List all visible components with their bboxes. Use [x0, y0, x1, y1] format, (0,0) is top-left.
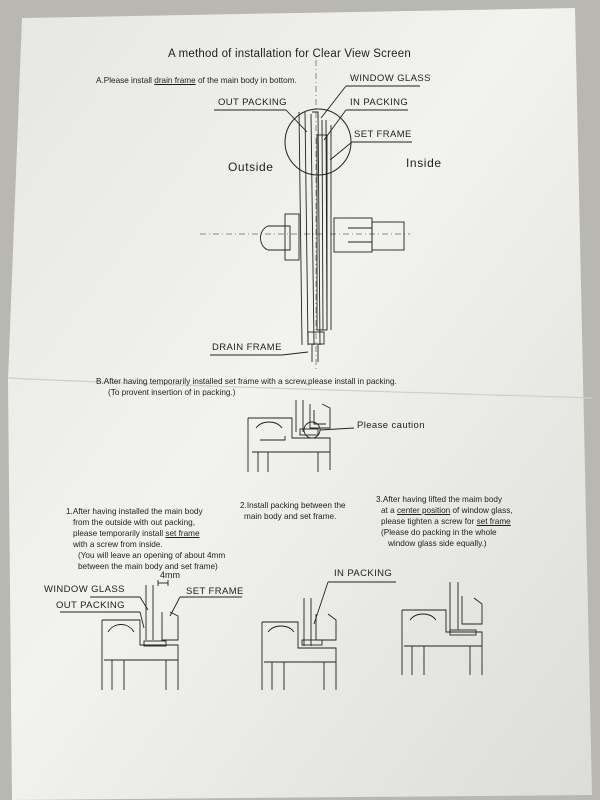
- step-1-line-4: with a screw from inside.: [73, 540, 163, 549]
- label-outside: Outside: [228, 160, 274, 174]
- diagram-step-1: [60, 580, 242, 690]
- step-3-text: 3.After having lifted the maim body at a…: [376, 494, 513, 549]
- step-3-line-3-link: set frame: [476, 517, 511, 526]
- step-2-line-1: 2.Install packing between the: [240, 501, 346, 510]
- step-3-line-2-prefix: at a: [381, 506, 395, 515]
- step-1-line-3-link: set frame: [165, 529, 200, 538]
- step-1-line-3: please temporarily install set frame: [66, 528, 225, 539]
- step-b-line-1: B.After having temporarily installed set…: [96, 377, 397, 386]
- step-3-line-3-prefix: please tighten a screw for: [381, 517, 475, 526]
- bottom-label-in-packing: IN PACKING: [334, 568, 393, 579]
- step-3-line-3: please tighten a screw for set frame: [376, 516, 513, 527]
- step-b-text: B.After having temporarily installed set…: [96, 376, 397, 398]
- label-drain-frame: DRAIN FRAME: [212, 342, 282, 353]
- label-out-packing: OUT PACKING: [218, 97, 287, 108]
- step-3-line-2-link: center position: [396, 506, 451, 515]
- step-3-line-4: (Please do packing in the whole: [381, 528, 497, 537]
- label-inside: Inside: [406, 156, 442, 170]
- step-3-line-2: at a center position of window glass,: [376, 505, 513, 516]
- bottom-label-window-glass: WINDOW GLASS: [44, 584, 125, 595]
- step-3-line-1: 3.After having lifted the maim body: [376, 495, 503, 504]
- step-1-text: 1.After having installed the main body f…: [66, 506, 225, 572]
- bottom-label-out-packing: OUT PACKING: [56, 600, 125, 611]
- step-1-line-5: (You will leave an opening of about 4mm: [78, 551, 226, 560]
- step-b-line-2: (To provent insertion of in packing.): [108, 388, 236, 397]
- step-a-link: drain frame: [154, 76, 196, 85]
- step-1-line-1: 1.After having installed the main body: [66, 507, 203, 516]
- step-a-text: A.Please install drain frame of the main…: [96, 75, 297, 86]
- label-window-glass: WINDOW GLASS: [350, 73, 431, 84]
- step-2-line-2: main body and set frame.: [244, 512, 337, 521]
- diagram-step-2: [261, 581, 396, 690]
- label-please-caution: Please caution: [357, 420, 425, 431]
- step-a-suffix: of the main body in bottom.: [197, 76, 297, 85]
- step-3-line-2-suffix: of window glass,: [452, 506, 513, 515]
- step-1-line-2: from the outside with out packing,: [73, 518, 195, 527]
- step-1-line-3-prefix: please temporarily install: [73, 529, 164, 538]
- step-1-line-6: between the main body and set frame): [78, 562, 218, 571]
- step-3-line-5: window glass side equally.): [388, 539, 487, 548]
- bottom-label-set-frame: SET FRAME: [186, 586, 244, 597]
- label-set-frame: SET FRAME: [354, 129, 412, 140]
- bottom-label-gap: 4mm: [160, 570, 180, 580]
- step-2-text: 2.Install packing between the main body …: [240, 500, 346, 522]
- step-a-prefix: A.Please install: [96, 76, 152, 85]
- document-title: A method of installation for Clear View …: [168, 48, 411, 60]
- label-in-packing: IN PACKING: [350, 97, 409, 108]
- diagram-step-3: [401, 582, 483, 675]
